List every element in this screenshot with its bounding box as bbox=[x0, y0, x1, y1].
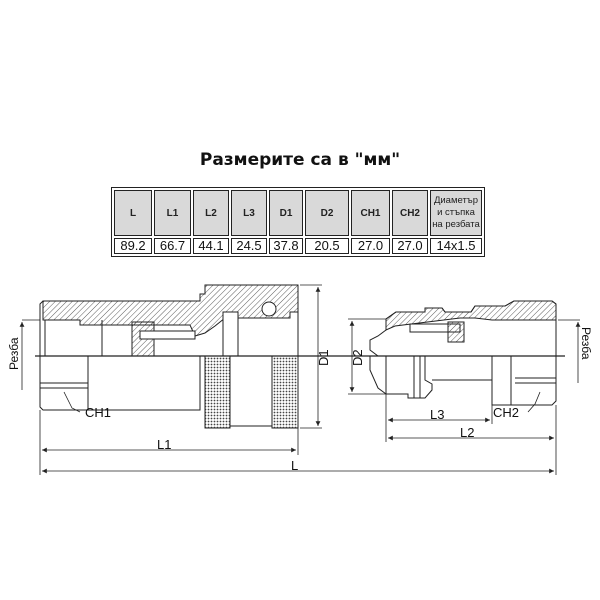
ch1-label: CH1 bbox=[85, 405, 111, 420]
dimension-lines bbox=[19, 284, 581, 475]
female-coupler bbox=[39, 284, 299, 429]
header-cell: L bbox=[114, 190, 152, 236]
value-cell: 14x1.5 bbox=[430, 238, 482, 254]
l1-label: L1 bbox=[157, 437, 171, 452]
value-cell: 44.1 bbox=[193, 238, 229, 254]
table-header-row: L L1 L2 L3 D1 D2 CH1 CH2 Диаметър и стъп… bbox=[114, 190, 482, 236]
value-cell: 20.5 bbox=[305, 238, 349, 254]
d2-label: D2 bbox=[350, 349, 365, 366]
value-cell: 24.5 bbox=[231, 238, 267, 254]
l2-label: L2 bbox=[460, 425, 474, 440]
value-cell: 89.2 bbox=[114, 238, 152, 254]
header-cell: CH1 bbox=[351, 190, 390, 236]
header-cell: CH2 bbox=[392, 190, 428, 236]
header-cell: L3 bbox=[231, 190, 267, 236]
header-cell: D2 bbox=[305, 190, 349, 236]
header-cell: L2 bbox=[193, 190, 229, 236]
value-cell: 66.7 bbox=[154, 238, 191, 254]
dimensions-table: L L1 L2 L3 D1 D2 CH1 CH2 Диаметър и стъп… bbox=[111, 187, 485, 257]
value-cell: 27.0 bbox=[392, 238, 428, 254]
header-cell: D1 bbox=[269, 190, 303, 236]
page-title: Размерите са в "мм" bbox=[199, 150, 401, 170]
header-cell: Диаметър и стъпка на резбата bbox=[430, 190, 482, 236]
header-cell: L1 bbox=[154, 190, 191, 236]
value-cell: 37.8 bbox=[269, 238, 303, 254]
l-label: L bbox=[291, 458, 298, 473]
d1-label: D1 bbox=[316, 349, 331, 366]
ch2-label: CH2 bbox=[493, 405, 519, 420]
value-cell: 27.0 bbox=[351, 238, 390, 254]
thread-right-label: Резба bbox=[579, 327, 593, 360]
male-coupler bbox=[369, 300, 557, 406]
l3-label: L3 bbox=[430, 407, 444, 422]
thread-left-label: Резба bbox=[7, 337, 21, 370]
table-row: 89.2 66.7 44.1 24.5 37.8 20.5 27.0 27.0 … bbox=[114, 238, 482, 254]
